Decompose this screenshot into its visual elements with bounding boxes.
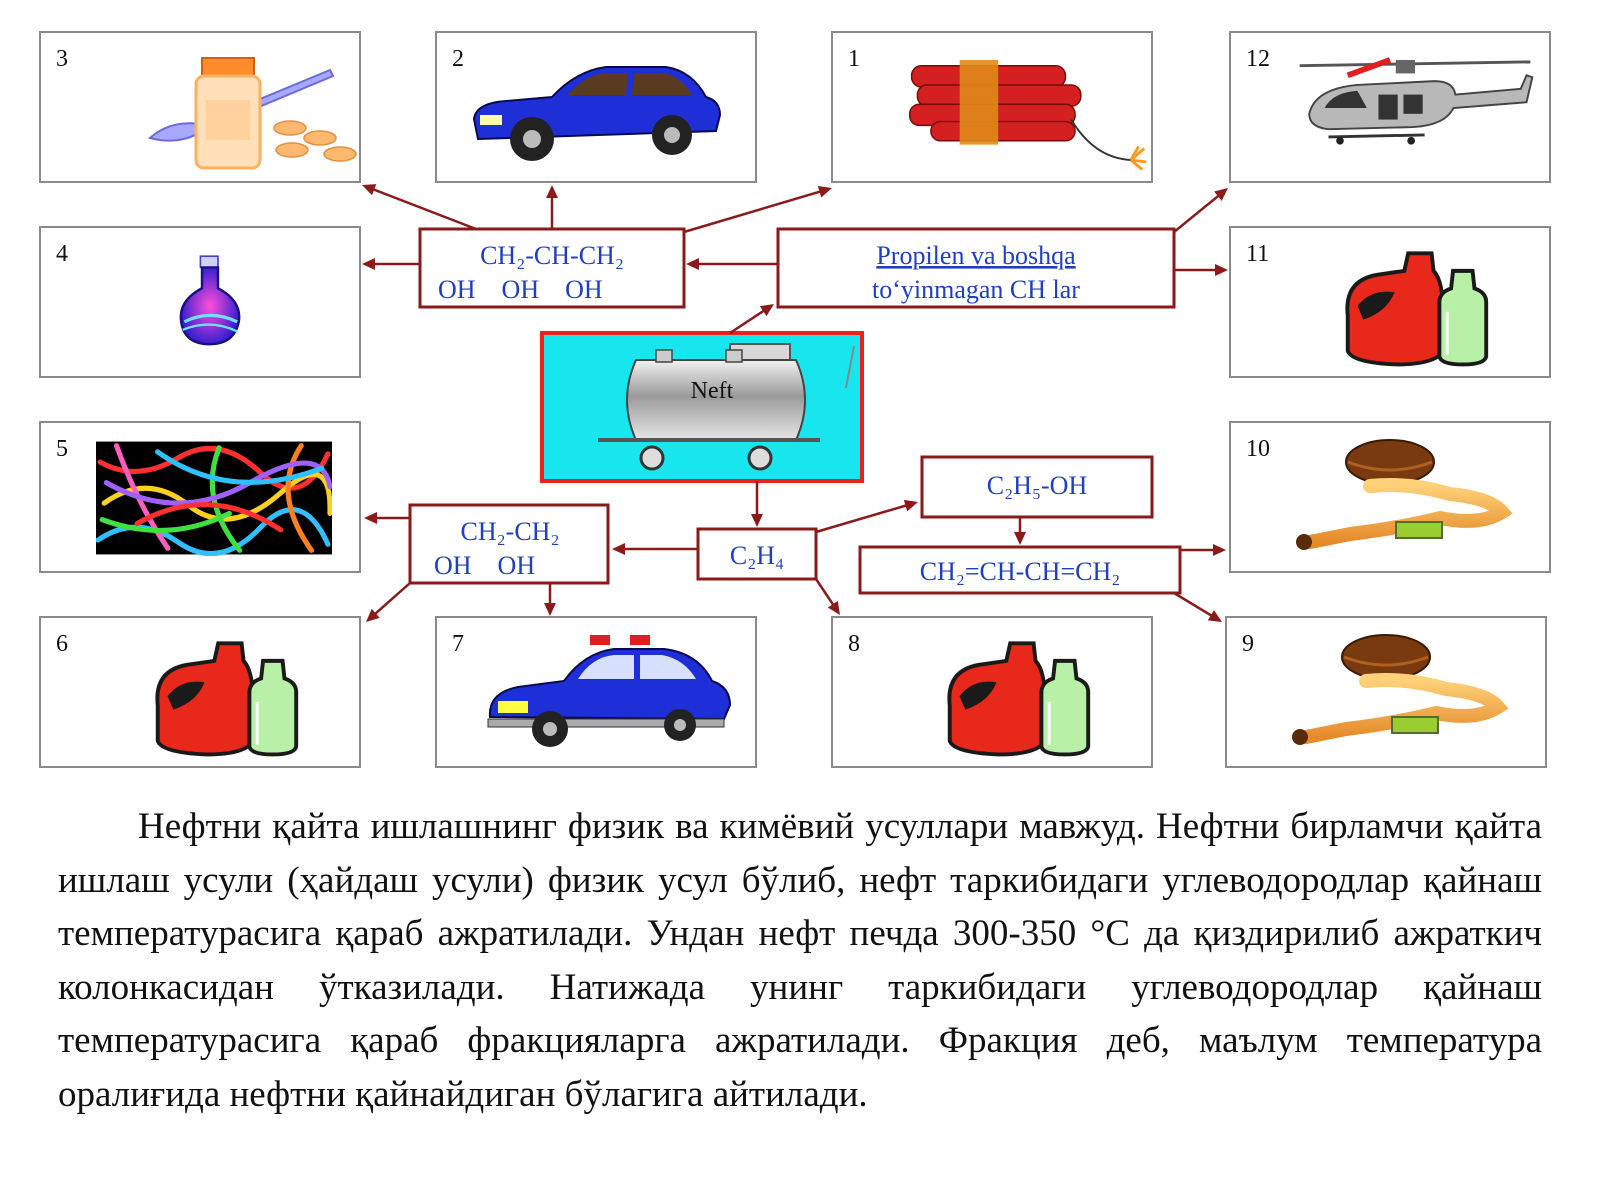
connector-arrow [729, 307, 769, 335]
product-card-number: 7 [452, 631, 464, 657]
formula-ethylene-glycol: CH₂-CH₂ OH OH [408, 503, 610, 585]
formula-propylene: Propilen va boshqa to‘yinmagan CH lar [776, 227, 1176, 309]
connector-arrow [371, 582, 411, 618]
arrowhead-icon [817, 185, 832, 198]
product-card-number: 4 [56, 241, 68, 267]
arrowhead-icon [366, 608, 380, 622]
formula-ethylene-label: C₂H₄ [730, 541, 784, 570]
arrowhead-icon [751, 514, 763, 527]
oil-tank-box: Neft [540, 331, 864, 483]
tank-wheel-icon [747, 445, 773, 471]
product-cards: 3 2 1 12 4 11 5 10 6 7 8 9 [39, 31, 1551, 768]
product-card-10: 10 [1229, 421, 1551, 573]
paragraph-text: Нефтни қайта ишлашнинг физик ва кимёвий … [58, 806, 1542, 1115]
connector-arrow [814, 578, 837, 610]
arrowhead-icon [546, 185, 558, 198]
formula-ethanol-label: C₂H₅-OH [987, 471, 1088, 500]
formula-glycerol: CH₂-CH-CH₂ OH OH OH [418, 227, 686, 309]
product-card-12: 12 [1229, 31, 1551, 183]
connector-arrow [369, 186, 477, 231]
product-card-number: 6 [56, 631, 68, 657]
arrowhead-icon [544, 603, 556, 616]
product-card-4: 4 [39, 226, 361, 378]
product-card-number: 10 [1246, 436, 1270, 462]
product-card-number: 12 [1246, 46, 1270, 72]
formula-ethylene-glycol-line1: CH₂-CH₂ [460, 517, 559, 546]
formula-propylene-line1: Propilen va boshqa [876, 241, 1076, 270]
arrowhead-icon [1014, 532, 1026, 545]
fibers-icon [96, 442, 332, 555]
connector-arrows [362, 184, 1228, 622]
product-card-number: 11 [1246, 241, 1269, 267]
product-card-number: 2 [452, 46, 464, 72]
product-card-number: 9 [1242, 631, 1254, 657]
formula-ethylene-glycol-line2: OH OH [434, 551, 535, 580]
product-card-7: 7 [435, 616, 757, 768]
product-card-2: 2 [435, 31, 757, 183]
arrowhead-icon [364, 512, 377, 524]
product-card-6: 6 [39, 616, 361, 768]
arrowhead-icon [827, 600, 840, 615]
arrowhead-icon [362, 258, 375, 270]
product-card-number: 8 [848, 631, 860, 657]
formula-propylene-line2: to‘yinmagan CH lar [872, 275, 1080, 304]
product-card-number: 3 [56, 46, 68, 72]
arrowhead-icon [903, 499, 918, 512]
oil-tank-label: Neft [691, 378, 734, 404]
arrowhead-icon [1207, 610, 1222, 622]
arrowhead-icon [1214, 188, 1228, 201]
connector-arrow [815, 503, 911, 534]
tank-wheel-icon [639, 445, 665, 471]
arrowhead-icon [686, 258, 699, 270]
formula-butadiene: CH₂=CH-CH=CH₂ [858, 545, 1182, 595]
connector-arrow [1173, 591, 1216, 619]
product-card-number: 1 [848, 46, 860, 72]
connector-arrow [683, 189, 825, 234]
product-card-number: 5 [56, 436, 68, 462]
petroleum-products-diagram: 3 2 1 12 4 11 5 10 6 7 8 9 Neft CH₂-CH-CH₂ OH OH OH… [39, 31, 1551, 768]
formula-butadiene-label: CH₂=CH-CH=CH₂ [920, 557, 1121, 586]
product-card-5: 5 [39, 421, 361, 573]
arrowhead-icon [362, 184, 377, 196]
arrowhead-icon [1215, 264, 1228, 276]
formula-glycerol-line2: OH OH OH [438, 275, 603, 304]
arrowhead-icon [612, 543, 625, 555]
product-card-8: 8 [831, 616, 1153, 768]
formula-glycerol-line1: CH₂-CH-CH₂ [480, 241, 624, 270]
product-card-3: 3 [39, 31, 361, 183]
arrowhead-icon [1213, 544, 1226, 556]
arrowhead-icon [759, 304, 774, 317]
connector-arrow [1173, 192, 1223, 233]
product-card-9: 9 [1225, 616, 1547, 768]
product-card-11: 11 [1229, 226, 1551, 378]
formula-ethylene: C₂H₄ [696, 527, 818, 581]
body-paragraph: Нефтни қайта ишлашнинг физик ва кимёвий … [58, 800, 1542, 1121]
product-card-1: 1 [831, 31, 1153, 183]
formula-ethanol: C₂H₅-OH [920, 455, 1154, 519]
